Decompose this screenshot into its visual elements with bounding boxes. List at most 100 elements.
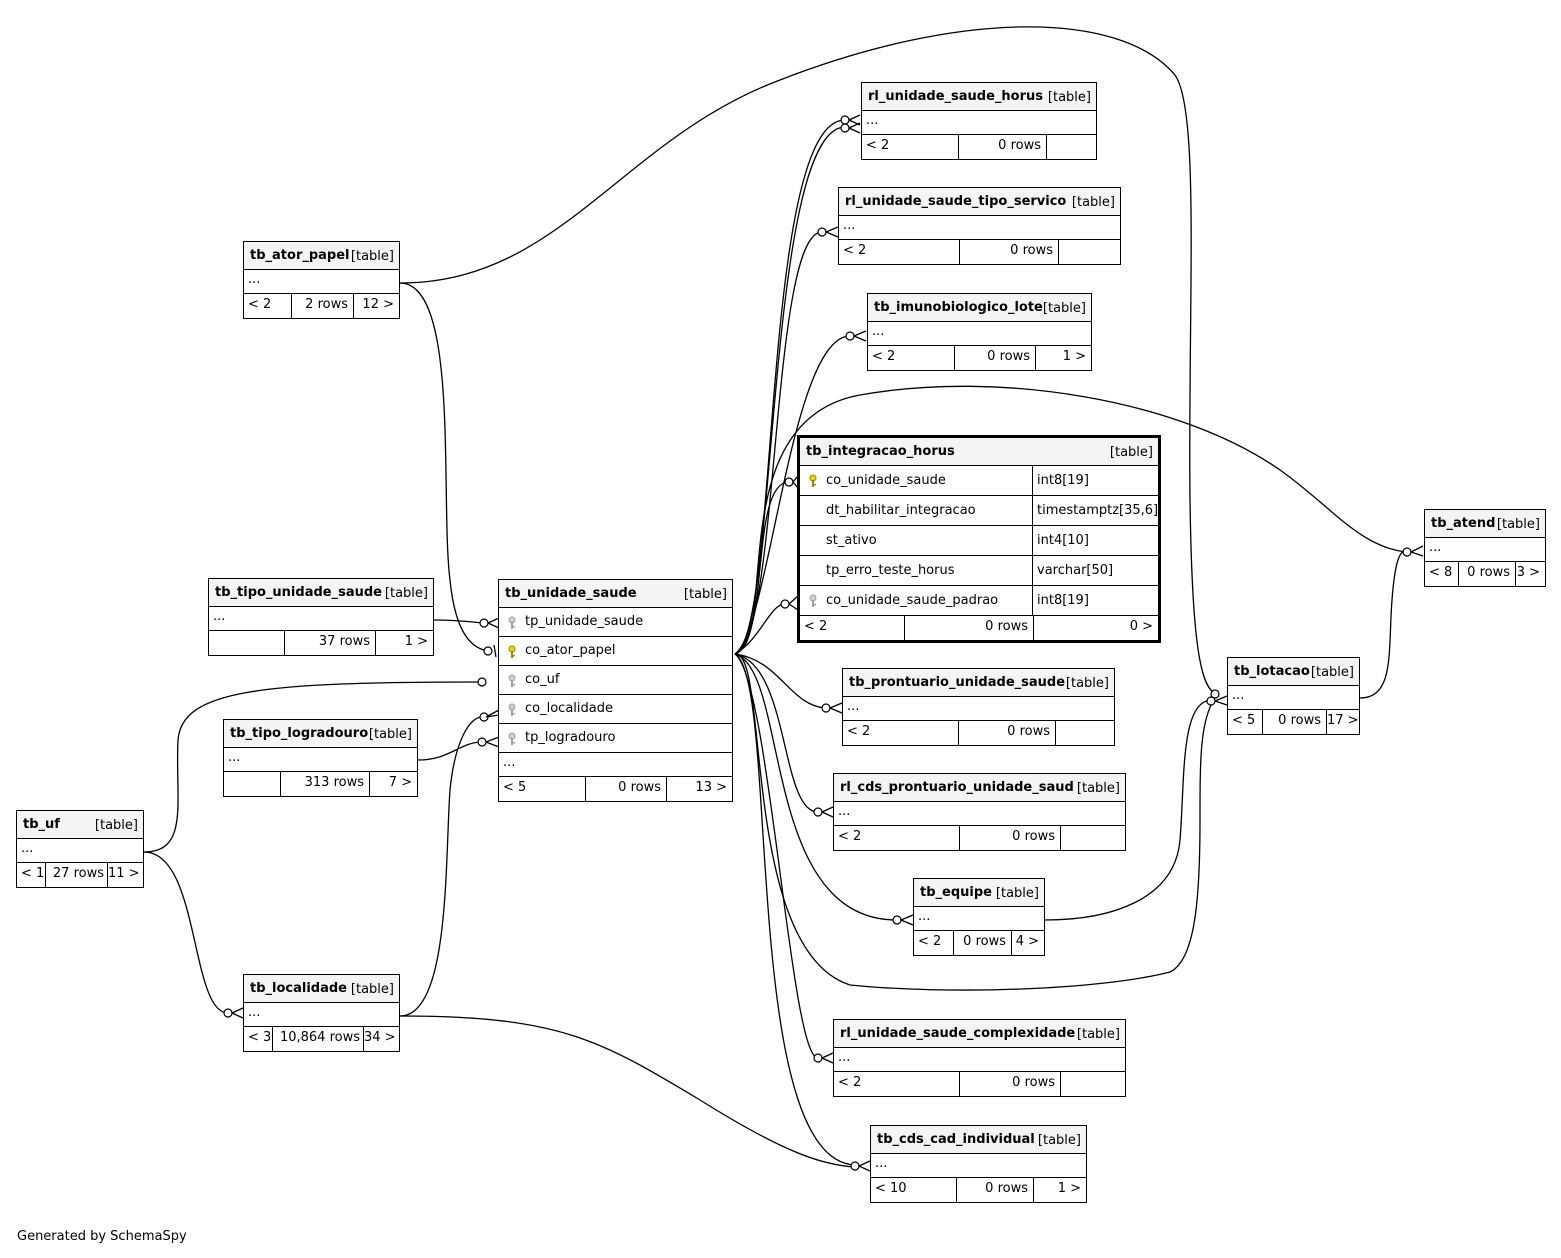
- crow-foot: [485, 736, 500, 748]
- edge-marker: [1402, 547, 1412, 557]
- table-rl-cds-prontuario-unidade-saud[interactable]: rl_cds_prontuario_unidade_saud[table] ..…: [833, 773, 1126, 851]
- edge-marker: [780, 599, 790, 609]
- parent-count: < 2: [866, 138, 890, 153]
- column-name: co_localidade: [525, 701, 613, 716]
- table-rl-unidade-saude-tipo-servico[interactable]: rl_unidade_saude_tipo_servico [table] ...…: [838, 187, 1121, 265]
- edge-marker: [850, 1161, 860, 1171]
- column-name: tp_logradouro: [525, 730, 616, 745]
- child-count: 13 >: [666, 777, 732, 801]
- crow-foot: [821, 806, 834, 818]
- row-count: 0 rows: [959, 240, 1058, 264]
- edge-marker: [817, 227, 827, 237]
- table-name: rl_unidade_saude_tipo_servico: [845, 194, 1067, 209]
- child-count: [1060, 1072, 1125, 1096]
- table-tag: [table]: [995, 886, 1039, 901]
- table-name: tb_uf: [23, 817, 60, 832]
- crow-foot: [231, 1007, 244, 1019]
- column-row[interactable]: tp_unidade_saude: [499, 608, 732, 637]
- table-name: tb_ator_papel: [250, 248, 350, 263]
- edge-unidade-imunobiologico: [734, 335, 851, 655]
- edge-marker: [477, 737, 487, 747]
- column-row[interactable]: tp_logradouro: [499, 724, 732, 753]
- edge-uf-localidade: [143, 851, 229, 1014]
- row-count: 0 rows: [958, 721, 1055, 745]
- foreign-key-icon: [508, 674, 516, 687]
- child-count: 34 >: [363, 1027, 399, 1051]
- crow-foot: [1214, 695, 1228, 706]
- table-tb-integracao-horus[interactable]: tb_integracao_horus[table] co_unidade_sa…: [797, 435, 1161, 643]
- row-count: 0 rows: [959, 826, 1060, 850]
- table-tb-tipo-unidade-saude[interactable]: tb_tipo_unidade_saude[table] ... 37 rows…: [208, 578, 434, 656]
- edge-unidade-lotacao: [734, 653, 1216, 991]
- table-tb-unidade-saude[interactable]: tb_unidade_saude[table] tp_unidade_saude…: [498, 579, 733, 802]
- edge-marker: [813, 807, 823, 817]
- edge-lotacao-atend: [1359, 549, 1408, 699]
- parent-count: < 2: [843, 243, 867, 258]
- parent-count: < 2: [838, 829, 862, 844]
- column-name: co_uf: [525, 672, 560, 687]
- child-count: 1 >: [1035, 346, 1091, 370]
- table-name: tb_imunobiologico_lote: [874, 300, 1043, 315]
- edge-marker: [845, 331, 855, 341]
- table-tag: [table]: [1047, 90, 1091, 105]
- edge-marker: [813, 1053, 823, 1063]
- column-type: varchar[50]: [1032, 556, 1158, 585]
- foreign-key-icon: [508, 616, 516, 629]
- table-tag: [table]: [1071, 195, 1115, 210]
- table-tag: [table]: [94, 818, 138, 833]
- ellipsis-row: ...: [1228, 686, 1359, 710]
- row-count: 0 rows: [1262, 710, 1326, 734]
- crow-foot: [1410, 545, 1424, 557]
- foreign-key-icon: [508, 732, 516, 745]
- edge-localidade-cds-cad: [399, 1015, 856, 1168]
- table-tb-prontuario-unidade-saude[interactable]: tb_prontuario_unidade_saude[table] ... <…: [842, 668, 1115, 746]
- parent-count: < 2: [918, 934, 942, 949]
- table-tag: [table]: [1076, 781, 1120, 796]
- child-count: 17 >: [1326, 710, 1359, 734]
- table-name: tb_tipo_logradouro: [230, 726, 369, 741]
- parent-count: < 3: [248, 1030, 272, 1045]
- table-name: tb_unidade_saude: [505, 586, 637, 601]
- column-row[interactable]: co_ator_papel: [499, 637, 732, 666]
- edge-unidade-prontuario: [734, 653, 827, 709]
- edge-equipe-lotacao: [1044, 699, 1213, 921]
- table-name: rl_cds_prontuario_unidade_saud: [840, 780, 1074, 795]
- ellipsis-row: ...: [914, 907, 1044, 931]
- column-row[interactable]: co_uf: [499, 666, 732, 695]
- ellipsis-row: ...: [17, 839, 143, 863]
- table-name: tb_atend: [1431, 516, 1496, 531]
- edge-localidade-unidade: [399, 716, 483, 1017]
- row-count: 0 rows: [958, 135, 1046, 159]
- edge-marker: [840, 123, 850, 133]
- ellipsis-row: ...: [843, 697, 1114, 721]
- edge-unidade-atend: [734, 385, 1408, 655]
- table-tag: [table]: [368, 727, 412, 742]
- ellipsis-row: ...: [499, 753, 732, 777]
- foreign-key-icon: [809, 594, 817, 607]
- edge-marker: [479, 618, 489, 628]
- column-row[interactable]: co_localidade: [499, 695, 732, 724]
- table-rl-unidade-saude-complexidade[interactable]: rl_unidade_saude_complexidade[table] ...…: [833, 1019, 1126, 1097]
- child-count: 3 >: [1515, 562, 1545, 586]
- row-count: 0 rows: [1458, 562, 1515, 586]
- ellipsis-row: ...: [839, 216, 1120, 240]
- ellipsis-row: ...: [868, 322, 1091, 346]
- ellipsis-row: ...: [1425, 538, 1545, 562]
- child-count: [1055, 721, 1114, 745]
